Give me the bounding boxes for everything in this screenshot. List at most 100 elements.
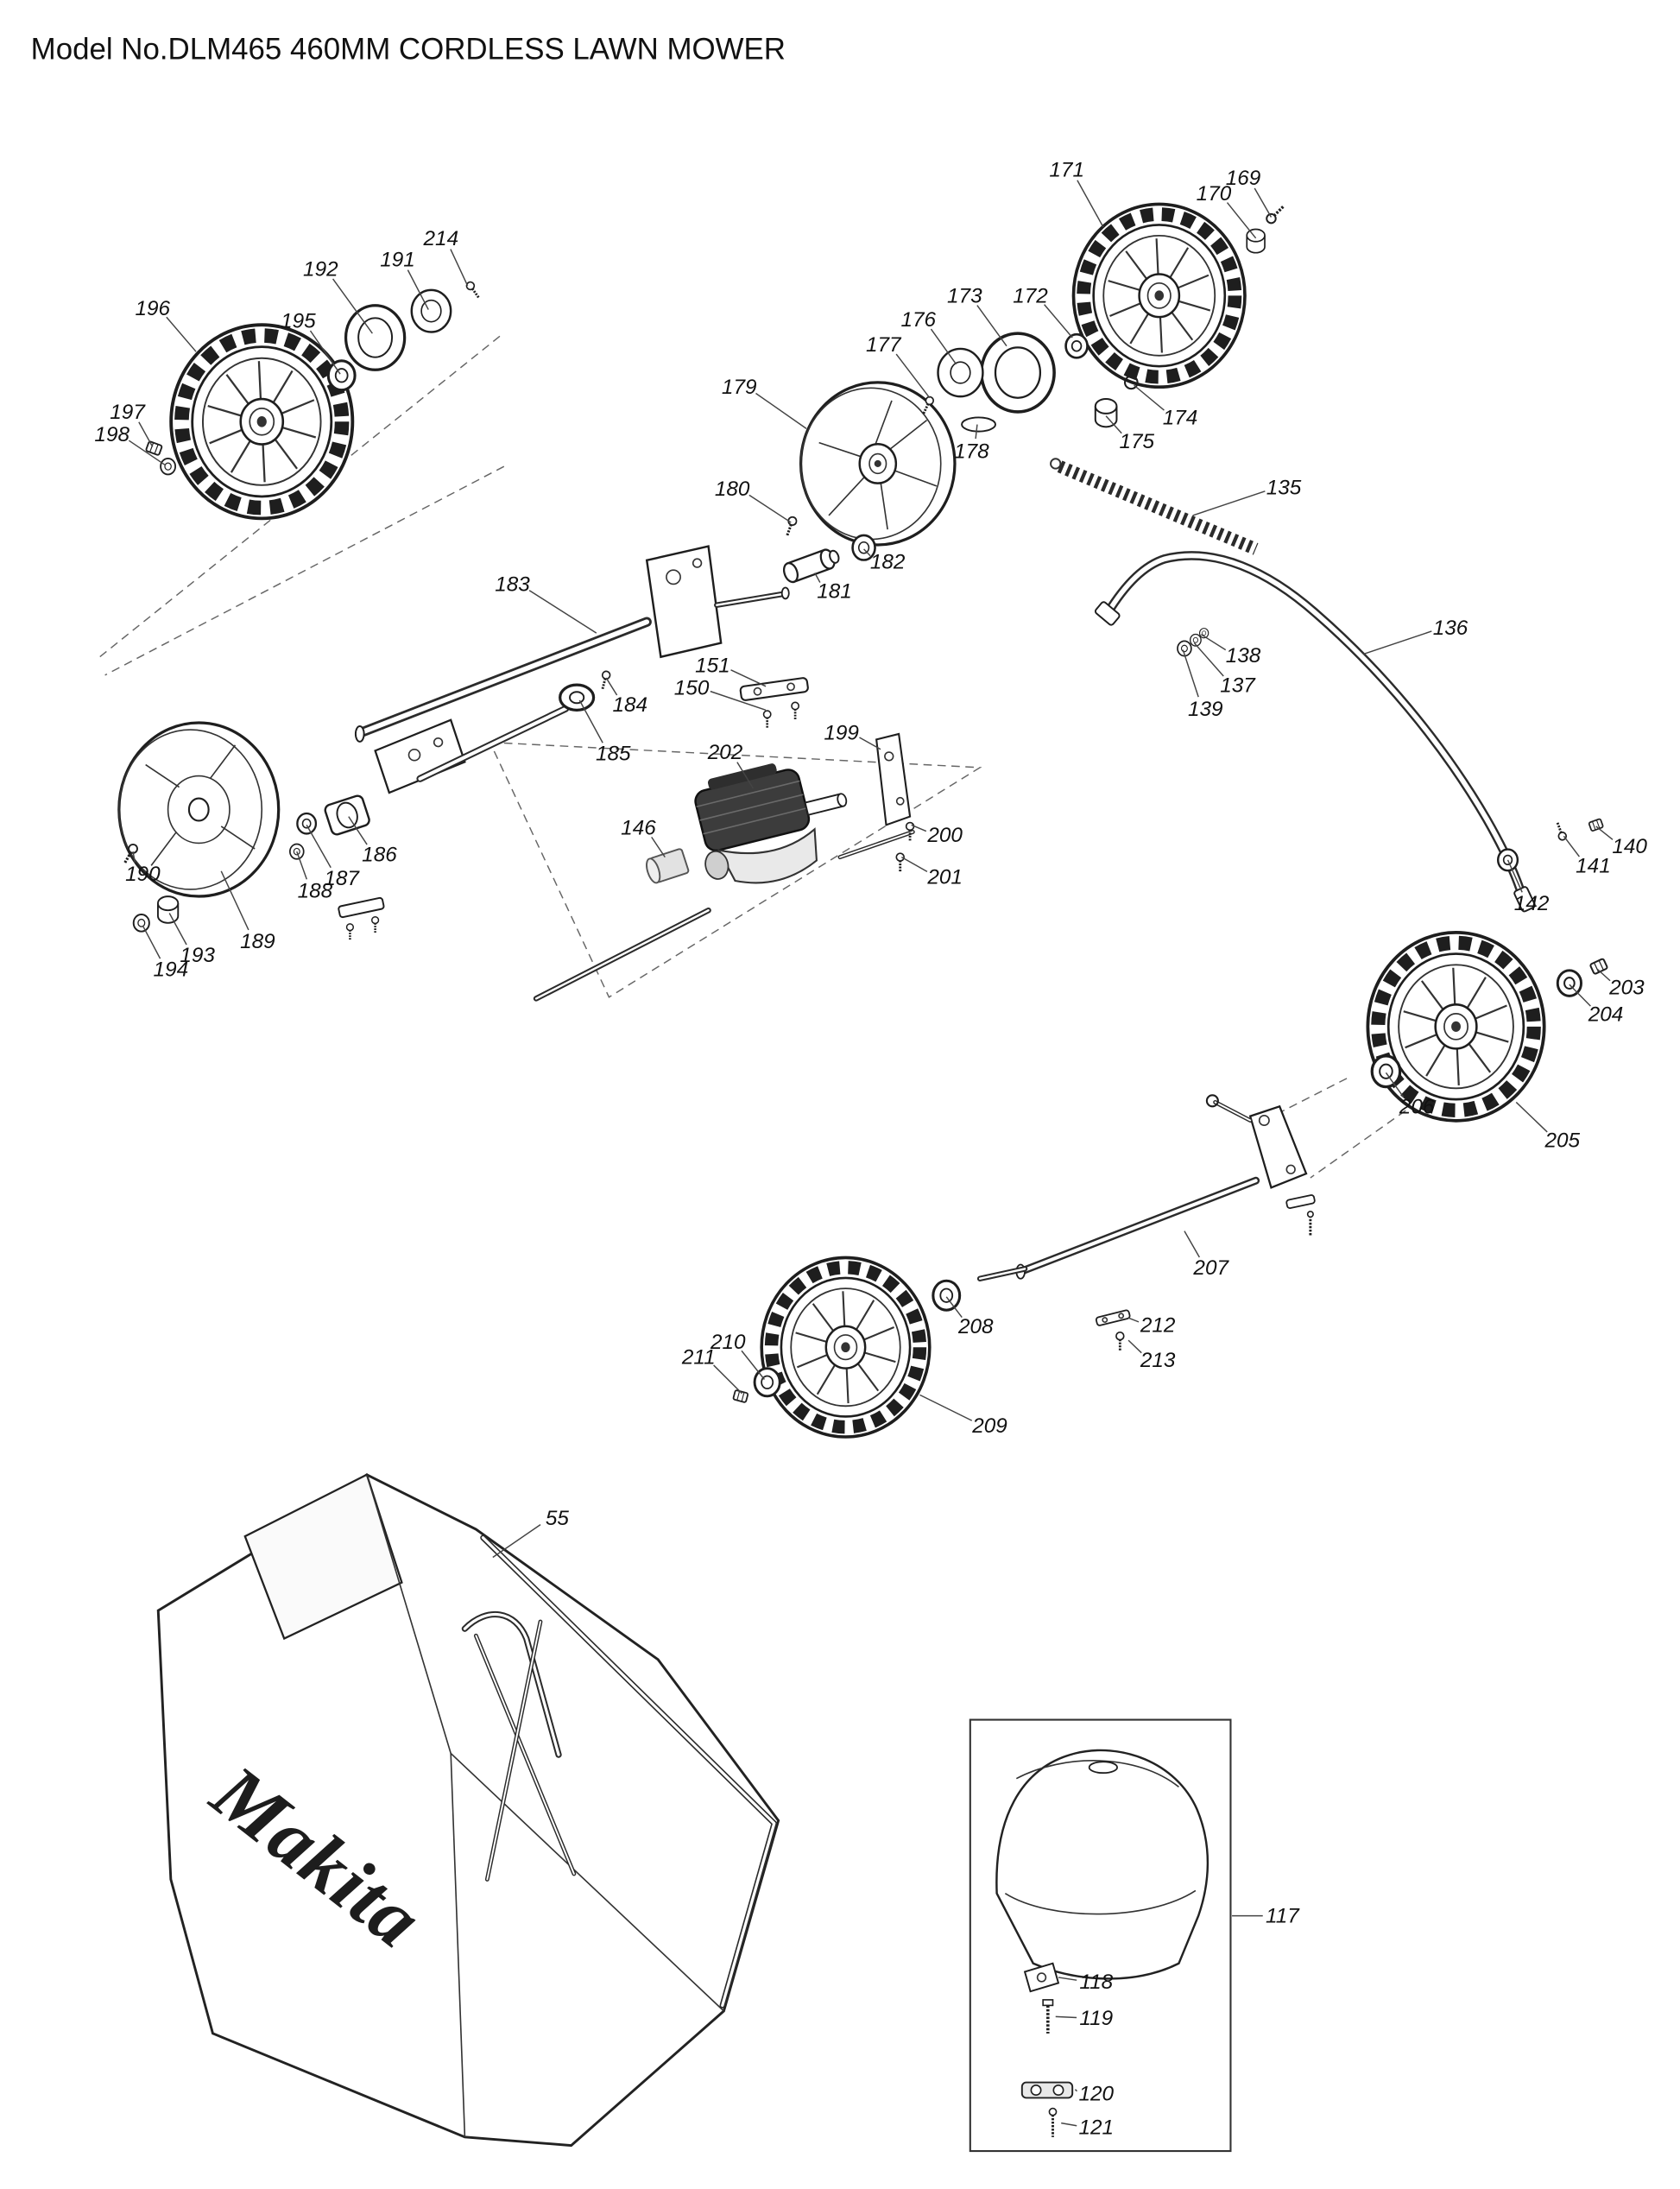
handle-bar-group [1094, 551, 1605, 913]
part-number-196: 196 [135, 297, 170, 320]
bearing-cap-173 [980, 332, 1056, 414]
washer-191 [410, 288, 452, 333]
screw-150b [790, 701, 800, 721]
part-number-185: 185 [596, 743, 631, 766]
front-left-wheel-drawing [171, 325, 352, 518]
part-number-178: 178 [954, 440, 989, 463]
part-number-197: 197 [110, 401, 146, 424]
callout-leader-180 [748, 494, 792, 523]
washer-198 [160, 458, 177, 476]
part-number-172: 172 [1013, 284, 1048, 307]
callout-leader-141 [1563, 835, 1580, 857]
accessory-box-group [969, 1718, 1232, 2153]
callout-leader-185 [578, 699, 603, 743]
part-number-205: 205 [1544, 1129, 1580, 1152]
part-number-180: 180 [715, 478, 750, 501]
callout-leader-120 [1074, 2089, 1078, 2092]
part-number-210: 210 [710, 1331, 746, 1354]
callout-leader-214 [450, 249, 469, 287]
rear-left-wheel-group [732, 1257, 930, 1437]
bearing-208 [932, 1279, 962, 1312]
callout-leader-182 [863, 548, 871, 557]
washer-187 [296, 812, 318, 835]
part-number-136: 136 [1433, 617, 1468, 640]
callout-leader-213 [1127, 1339, 1142, 1354]
part-number-190: 190 [125, 863, 161, 886]
bushing-175 [1094, 397, 1118, 428]
callout-leader-196 [166, 316, 197, 352]
part-number-179: 179 [722, 376, 757, 399]
part-number-214: 214 [423, 227, 459, 250]
callout-leader-178 [975, 424, 978, 440]
part-number-171: 171 [1049, 158, 1084, 181]
page-title: Model No.DLM465 460MM CORDLESS LAWN MOWE… [31, 32, 786, 66]
part-number-199: 199 [824, 721, 859, 744]
bracket-199 [875, 732, 912, 826]
part-number-201: 201 [926, 865, 963, 889]
pivot-frame-group [354, 545, 809, 794]
callout-leader-201 [900, 856, 928, 872]
bearing-195 [326, 359, 357, 392]
callout-leader-197 [138, 421, 154, 447]
plate-212 [1095, 1309, 1131, 1326]
callout-leader-119 [1055, 2015, 1077, 2019]
part-number-135: 135 [1266, 477, 1302, 500]
callout-leader-192 [332, 278, 373, 334]
part-number-193: 193 [180, 944, 215, 967]
rear-axle-group [932, 1094, 1316, 1352]
part-number-121: 121 [1078, 2116, 1114, 2140]
callout-leader-140 [1595, 826, 1614, 840]
part-number-139: 139 [1188, 698, 1223, 721]
spring-135 [1050, 458, 1259, 555]
part-number-170: 170 [1197, 182, 1232, 206]
part-number-119: 119 [1079, 2007, 1113, 2030]
part-number-181: 181 [817, 580, 852, 604]
part-number-182: 182 [870, 551, 906, 574]
callout-leader-136 [1363, 630, 1432, 655]
callout-leader-207 [1184, 1231, 1200, 1258]
part-number-203: 203 [1608, 977, 1645, 1000]
wheel-205-drawing [1367, 933, 1544, 1121]
callout-leader-169 [1254, 187, 1273, 218]
callout-leader-199 [859, 737, 881, 750]
callout-leader-203 [1596, 968, 1611, 982]
circlip-174 [1123, 375, 1139, 390]
washer-194 [132, 914, 150, 933]
part-number-142: 142 [1514, 892, 1550, 915]
callout-leader-179 [755, 392, 807, 429]
part-number-187: 187 [324, 867, 360, 890]
callout-leader-205 [1515, 1101, 1548, 1133]
plate-178 [961, 416, 996, 433]
callout-leader-55 [492, 1524, 541, 1559]
callout-leader-188 [296, 851, 308, 880]
washer-176 [937, 347, 984, 398]
rear-right-wheel-group [919, 203, 1289, 433]
screw-184 [597, 668, 613, 692]
callout-leader-175 [1105, 415, 1122, 434]
wheel-209-drawing [761, 1257, 930, 1437]
part-number-177: 177 [866, 333, 902, 357]
callout-leader-202 [736, 762, 755, 789]
left-adjuster-disc-group [117, 721, 385, 941]
clamp-118 [1023, 1962, 1060, 1993]
callout-leader-174 [1134, 384, 1165, 411]
wheel-cover-group [781, 381, 957, 584]
part-number-141: 141 [1576, 854, 1611, 877]
part-number-207: 207 [1192, 1256, 1229, 1280]
callout-leader-151 [730, 669, 767, 687]
part-number-174: 174 [1163, 407, 1198, 430]
callout-leader-187 [306, 824, 332, 869]
shaft-181 [782, 548, 840, 584]
callout-leader-139 [1182, 649, 1199, 698]
callout-leader-194 [142, 925, 161, 959]
roller-146 [646, 848, 690, 884]
part-number-146: 146 [621, 817, 656, 840]
part-number-118: 118 [1079, 1971, 1113, 1994]
rear-right-wheel-drawing [1073, 204, 1244, 387]
part-number-169: 169 [1226, 167, 1261, 190]
callout-leader-184 [605, 677, 618, 696]
bushing-170 [1246, 228, 1266, 254]
bracket-plate [645, 545, 723, 659]
part-number-200: 200 [926, 824, 963, 847]
